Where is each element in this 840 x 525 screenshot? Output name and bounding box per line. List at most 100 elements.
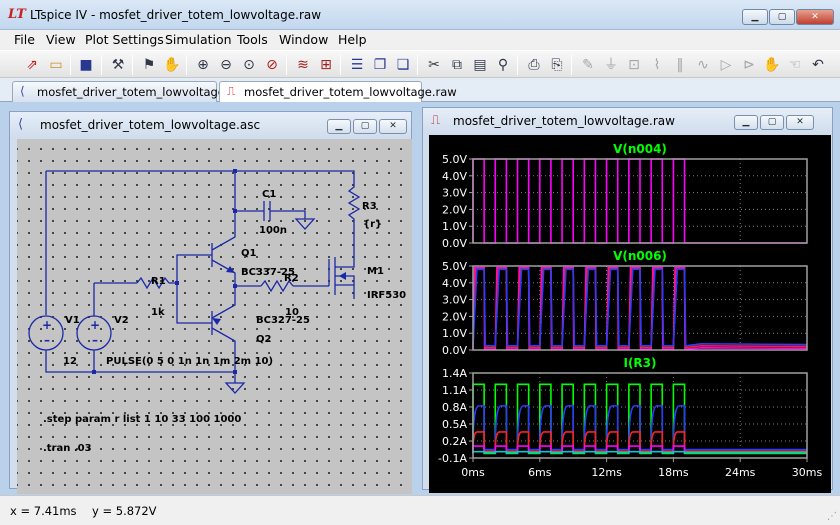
- menu-window[interactable]: Window: [279, 32, 329, 47]
- waveform-window: ⎍ mosfet_driver_totem_lowvoltage.raw ▁ ▢…: [422, 107, 833, 493]
- m1-arrow: [339, 272, 346, 280]
- zoom-fit-icon[interactable]: ⊙: [243, 57, 255, 73]
- print-preview-icon[interactable]: ⎙: [528, 57, 540, 73]
- maximize-button[interactable]: ▢: [769, 9, 795, 25]
- paste-icon[interactable]: ▤: [473, 57, 487, 73]
- menu-tools[interactable]: Tools: [237, 32, 268, 47]
- menu-file[interactable]: File: [14, 32, 35, 47]
- resistor-icon[interactable]: ⌇: [653, 57, 661, 73]
- ground-icon[interactable]: ⏚: [604, 57, 618, 73]
- menu-view[interactable]: View: [46, 32, 76, 47]
- waveform-window-titlebar[interactable]: ⎍ mosfet_driver_totem_lowvoltage.raw ▁ ▢…: [423, 108, 832, 135]
- ltspice-logo-icon[interactable]: LT: [8, 7, 26, 22]
- minimize-button[interactable]: ▁: [734, 115, 758, 130]
- q1-model: BC337-25: [241, 267, 295, 278]
- open-icon[interactable]: ▭: [49, 57, 63, 73]
- move-icon[interactable]: ✋: [763, 57, 781, 73]
- menu-plot-settings[interactable]: Plot Settings: [85, 32, 164, 47]
- cut-icon[interactable]: ✂: [428, 57, 440, 73]
- y-tick-label: 5.0V: [442, 153, 467, 166]
- toolbar-separator: [517, 55, 518, 75]
- autorange-icon[interactable]: ≋: [297, 57, 309, 73]
- tile-vertical-icon[interactable]: ❏: [396, 57, 410, 73]
- cascade-icon[interactable]: ❐: [373, 57, 387, 73]
- menu-help[interactable]: Help: [338, 32, 367, 47]
- manual-limits-icon[interactable]: ⊞: [320, 57, 332, 73]
- control-panel-icon[interactable]: ⚒: [111, 57, 125, 73]
- toolbar-separator: [186, 55, 187, 75]
- schematic-canvas[interactable]: + – + – C1 100n R3 {r} Q1 BC3: [17, 139, 412, 494]
- close-button[interactable]: ✕: [379, 119, 407, 134]
- r2-resistor: [260, 279, 294, 293]
- title-bar: LT LTspice IV - mosfet_driver_totem_lowv…: [0, 0, 840, 30]
- toolbar-separator: [571, 55, 572, 75]
- y-tick-label: 2.0V: [442, 203, 467, 216]
- maximize-button[interactable]: ▢: [760, 115, 784, 130]
- y-tick-label: 5.0V: [442, 260, 467, 273]
- close-button[interactable]: ✕: [786, 115, 814, 130]
- pane-title: V(n006): [613, 249, 667, 263]
- maximize-button[interactable]: ▢: [353, 119, 377, 134]
- menu-simulation[interactable]: Simulation: [165, 32, 232, 47]
- minimize-button[interactable]: ▁: [327, 119, 351, 134]
- minimize-button[interactable]: ▁: [742, 9, 768, 25]
- junction-dot: [233, 370, 237, 374]
- r2-value: 10: [285, 307, 299, 318]
- diode-icon[interactable]: ▷: [720, 57, 732, 73]
- window-title: LTspice IV - mosfet_driver_totem_lowvolt…: [30, 8, 322, 22]
- undo-icon[interactable]: ↶: [812, 57, 824, 73]
- close-button[interactable]: ✕: [796, 9, 834, 25]
- schematic-window-titlebar[interactable]: ⟨ mosfet_driver_totem_lowvoltage.asc ▁ ▢…: [10, 112, 411, 139]
- component-icon[interactable]: ⊳: [743, 57, 755, 73]
- step-directive[interactable]: .step param r list 1 10 33 100 1000: [43, 414, 241, 425]
- ground-icon: [224, 382, 246, 394]
- wire: [46, 170, 355, 183]
- run-icon[interactable]: ⚑: [142, 57, 156, 73]
- waveform-trace: [472, 450, 807, 454]
- capacitor-icon[interactable]: ‖: [676, 57, 684, 73]
- wire: [169, 254, 212, 284]
- y-tick-label: 1.0V: [442, 220, 467, 233]
- y-tick-label: 4.0V: [442, 277, 467, 290]
- junction-dot: [175, 281, 179, 285]
- tab-schematic[interactable]: ⟨ mosfet_driver_totem_lowvoltage.asc: [12, 81, 248, 102]
- r3-name: R3: [362, 201, 377, 212]
- v2-name: V2: [114, 315, 129, 326]
- x-tick-label: 18ms: [658, 466, 689, 479]
- toolbar-separator: [286, 55, 287, 75]
- status-bar: x = 7.41ms y = 5.872V ⋰: [0, 495, 840, 525]
- tab-waveform[interactable]: ⎍ mosfet_driver_totem_lowvoltage.raw: [219, 81, 457, 103]
- junction-dot: [92, 370, 96, 374]
- zoom-cancel-icon[interactable]: ⊘: [266, 57, 278, 73]
- inductor-icon[interactable]: ∿: [697, 57, 709, 73]
- r2-name: R2: [284, 273, 299, 284]
- zoom-in-icon[interactable]: ⊕: [197, 57, 209, 73]
- r3-resistor: [347, 183, 361, 257]
- waveform-plots[interactable]: V(n004)5.0V4.0V3.0V2.0V1.0V0.0VV(n006)5.…: [429, 135, 831, 493]
- m1-model: IRF530: [367, 290, 406, 301]
- q2-emitter-arrow: [212, 318, 221, 325]
- q1-name: Q1: [241, 248, 257, 259]
- drag-icon[interactable]: ☜: [788, 57, 802, 73]
- r1-name: R1: [151, 276, 166, 287]
- ground-icon: [294, 218, 316, 230]
- tran-directive[interactable]: .tran .03: [43, 443, 92, 454]
- tile-horizontal-icon[interactable]: ☰: [350, 57, 364, 73]
- document-tabs: ⟨ mosfet_driver_totem_lowvoltage.asc ⎍ m…: [0, 78, 840, 103]
- pencil-icon[interactable]: ✎: [582, 57, 594, 73]
- halt-icon[interactable]: ✋: [163, 57, 181, 73]
- new-schematic-icon[interactable]: ⇗: [26, 57, 38, 73]
- print-icon[interactable]: ⎘: [551, 57, 563, 73]
- find-icon[interactable]: ⚲: [497, 57, 509, 73]
- y-tick-label: 0.5A: [442, 418, 467, 431]
- q2-model: BC327-25: [256, 315, 310, 326]
- label-net-icon[interactable]: ⊡: [628, 57, 640, 73]
- toolbar-separator: [132, 55, 133, 75]
- resize-grip-icon[interactable]: ⋰: [827, 511, 837, 522]
- zoom-out-icon[interactable]: ⊖: [220, 57, 232, 73]
- save-icon[interactable]: ■: [79, 57, 93, 73]
- mdi-workspace: ⟨ mosfet_driver_totem_lowvoltage.asc ▁ ▢…: [0, 102, 840, 495]
- copy-icon[interactable]: ⧉: [452, 57, 462, 73]
- c1-value: 100n: [259, 225, 287, 236]
